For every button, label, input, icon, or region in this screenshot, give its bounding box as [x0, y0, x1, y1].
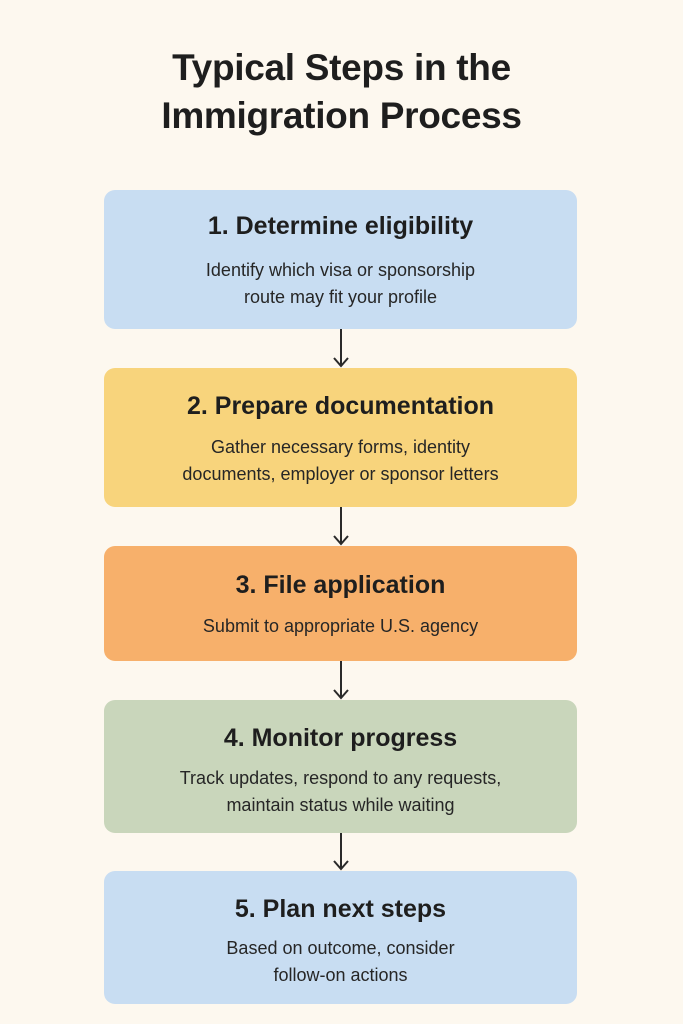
arrow-down-icon: [333, 329, 349, 368]
step-description-line: Gather necessary forms, identity: [210, 437, 471, 457]
arrow-down-icon: [333, 833, 349, 871]
step-description: Identify which visa or sponsorship route…: [104, 257, 577, 311]
step-3-file-application: 3. File application Submit to appropriat…: [104, 546, 577, 661]
step-description-line: Submit to appropriate U.S. agency: [202, 616, 479, 636]
step-title: 2. Prepare documentation: [186, 392, 495, 420]
step-description-line: follow-on actions: [273, 965, 408, 985]
step-description: Track updates, respond to any requests, …: [104, 765, 577, 819]
step-1-determine-eligibility: 1. Determine eligibility Identify which …: [104, 190, 577, 329]
title-line-1: Typical Steps in the: [172, 47, 511, 88]
arrow-down-icon: [333, 507, 349, 546]
step-description-line: route may fit your profile: [243, 287, 438, 307]
step-description: Gather necessary forms, identity documen…: [104, 434, 577, 488]
step-description-line: documents, employer or sponsor letters: [182, 464, 499, 484]
title-line-2: Immigration Process: [161, 95, 522, 136]
page-title: Typical Steps in the Immigration Process: [0, 44, 683, 140]
step-description-line: maintain status while waiting: [226, 795, 455, 815]
step-description: Based on outcome, consider follow-on act…: [104, 935, 577, 989]
step-5-plan-next-steps: 5. Plan next steps Based on outcome, con…: [104, 871, 577, 1004]
step-description: Submit to appropriate U.S. agency: [104, 613, 577, 640]
step-description-line: Track updates, respond to any requests,: [179, 768, 502, 788]
step-title: 1. Determine eligibility: [207, 212, 474, 240]
step-title: 3. File application: [235, 571, 446, 599]
step-title: 4. Monitor progress: [223, 724, 458, 752]
step-description-line: Identify which visa or sponsorship: [205, 260, 476, 280]
arrow-down-icon: [333, 661, 349, 700]
step-description-line: Based on outcome, consider: [226, 938, 455, 958]
step-2-prepare-documentation: 2. Prepare documentation Gather necessar…: [104, 368, 577, 507]
step-title: 5. Plan next steps: [234, 895, 447, 923]
step-4-monitor-progress: 4. Monitor progress Track updates, respo…: [104, 700, 577, 833]
